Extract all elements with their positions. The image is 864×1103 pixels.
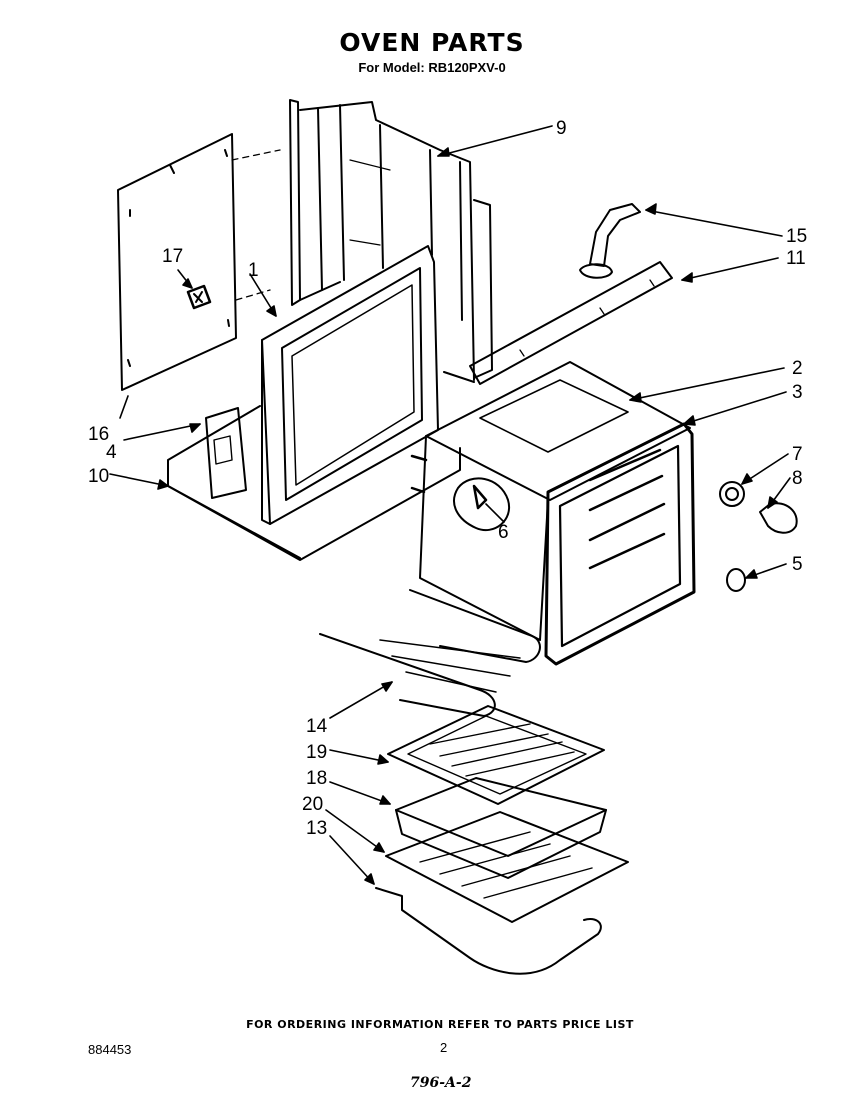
part-4-bracket xyxy=(205,407,247,499)
part-5-grommet xyxy=(726,568,746,592)
ordering-note: FOR ORDERING INFORMATION REFER TO PARTS … xyxy=(246,1018,634,1031)
callout-18: 18 xyxy=(306,768,327,789)
part-16-rear-panel xyxy=(117,133,281,391)
callout-13: 13 xyxy=(306,818,327,839)
callout-3: 3 xyxy=(792,382,803,403)
callout-14: 14 xyxy=(306,716,328,737)
callout-numbers: 9 15 11 2 3 7 8 5 1 17 16 4 10 6 14 19 1… xyxy=(88,118,807,839)
oven-rack-rails xyxy=(588,448,666,570)
part-2-oven-liner xyxy=(410,361,691,641)
part-18-broiler-pan xyxy=(395,777,607,879)
callout-10: 10 xyxy=(88,466,109,487)
callout-6: 6 xyxy=(498,522,509,543)
part-1-front-frame xyxy=(261,245,439,525)
part-3-door-gasket xyxy=(544,422,696,666)
callout-17: 17 xyxy=(162,246,183,267)
callout-leaders xyxy=(109,125,791,885)
callout-2: 2 xyxy=(792,358,803,379)
part-8-light-bulb xyxy=(759,502,798,534)
part-17-clip xyxy=(186,284,212,310)
part-20-oven-rack xyxy=(385,811,629,923)
document-code: 884453 xyxy=(88,1042,132,1057)
callout-20: 20 xyxy=(302,794,323,815)
callout-15: 15 xyxy=(786,226,807,247)
callout-8: 8 xyxy=(792,468,803,489)
callout-19: 19 xyxy=(306,742,327,763)
page-title: OVEN PARTS xyxy=(339,28,525,57)
part-10-bottom-plate xyxy=(167,405,461,561)
callout-4: 4 xyxy=(106,442,117,463)
model-subtitle: For Model: RB120PXV-0 xyxy=(358,60,506,75)
part-9-oven-wrapper xyxy=(289,99,493,383)
callout-1: 1 xyxy=(248,260,259,281)
part-11-support-strip xyxy=(469,261,673,385)
callout-5: 5 xyxy=(792,554,803,575)
callout-9: 9 xyxy=(556,118,567,139)
part-19-broiler-grid xyxy=(387,705,605,805)
part-15-tube xyxy=(579,203,641,279)
callout-16: 16 xyxy=(88,424,109,445)
part-13-broil-element xyxy=(375,887,602,975)
page-number: 2 xyxy=(440,1040,448,1055)
callout-7: 7 xyxy=(792,444,803,465)
callout-11: 11 xyxy=(786,248,806,269)
part-7-lamp-socket xyxy=(719,481,745,507)
part-14-bake-element xyxy=(319,589,541,717)
handwritten-note: 796-A-2 xyxy=(410,1075,472,1091)
part-6-fan xyxy=(453,477,511,531)
